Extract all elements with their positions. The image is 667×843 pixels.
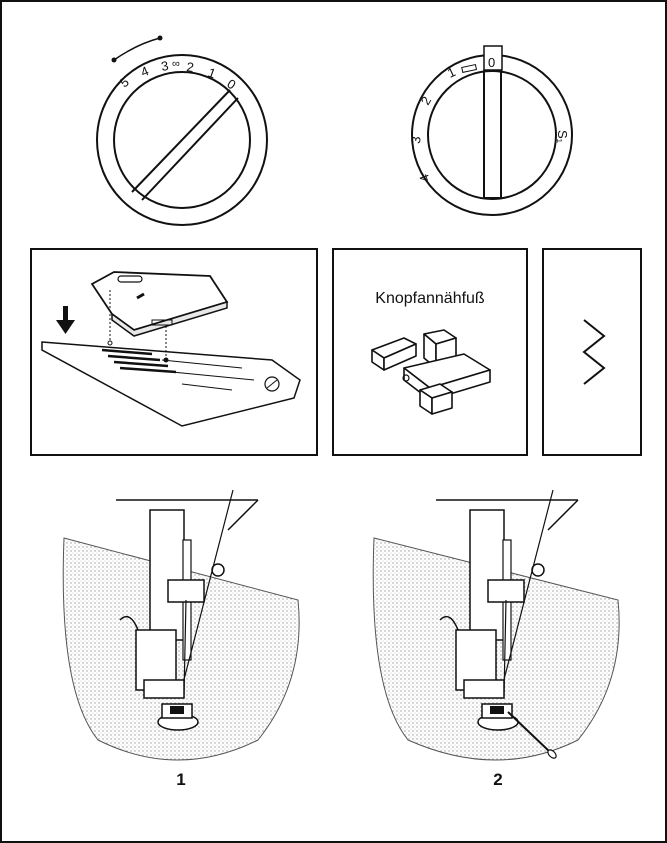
zigzag-stitch-icon: [582, 319, 606, 385]
figure-2-illustration: [372, 489, 620, 761]
stitch-length-dial-graphic: 0 1 2 3 4 S₁: [408, 45, 573, 216]
down-arrow-icon: [56, 306, 75, 334]
left-dial-number-3: 3: [160, 58, 170, 74]
figure-2-label: 2: [493, 770, 503, 789]
left-dial-number-4: 4: [139, 63, 151, 80]
fabric-placement-illustration: [41, 271, 301, 427]
figure-1: 1: [58, 489, 308, 790]
left-dial-number-2: 2: [186, 59, 195, 75]
stitch-width-dial: 5 4 3 ∞ 2 1 0: [92, 30, 272, 226]
figure-1-illustration: [62, 489, 300, 761]
button-sewing-foot-illustration: [371, 329, 491, 415]
right-dial-number-1: 1: [445, 64, 458, 81]
figure-2: 2: [368, 489, 628, 790]
stitch-width-dial-graphic: 5 4 3 ∞ 2 1 0: [96, 35, 268, 226]
figure-1-label: 1: [176, 770, 186, 789]
foot-panel-title: Knopfannähfuß: [375, 290, 485, 307]
right-dial-number-4: 4: [416, 172, 433, 184]
right-dial-s-label: S₁: [555, 130, 570, 144]
fabric-placement-panel: [30, 248, 318, 456]
right-dial-number-3: 3: [408, 136, 424, 145]
foot-panel: Knopfannähfuß: [332, 248, 528, 456]
stitch-pattern-panel: [542, 248, 642, 456]
stitch-length-dial: 0 1 2 3 4 S₁: [408, 40, 580, 220]
right-dial-number-0: 0: [488, 55, 495, 70]
right-dial-number-2: 2: [418, 94, 435, 108]
left-dial-number-0: 0: [224, 76, 238, 93]
left-dial-number-5: 5: [117, 74, 132, 90]
left-dial-number-1: 1: [206, 65, 218, 82]
buttonhole-symbol: ∞: [172, 58, 180, 70]
